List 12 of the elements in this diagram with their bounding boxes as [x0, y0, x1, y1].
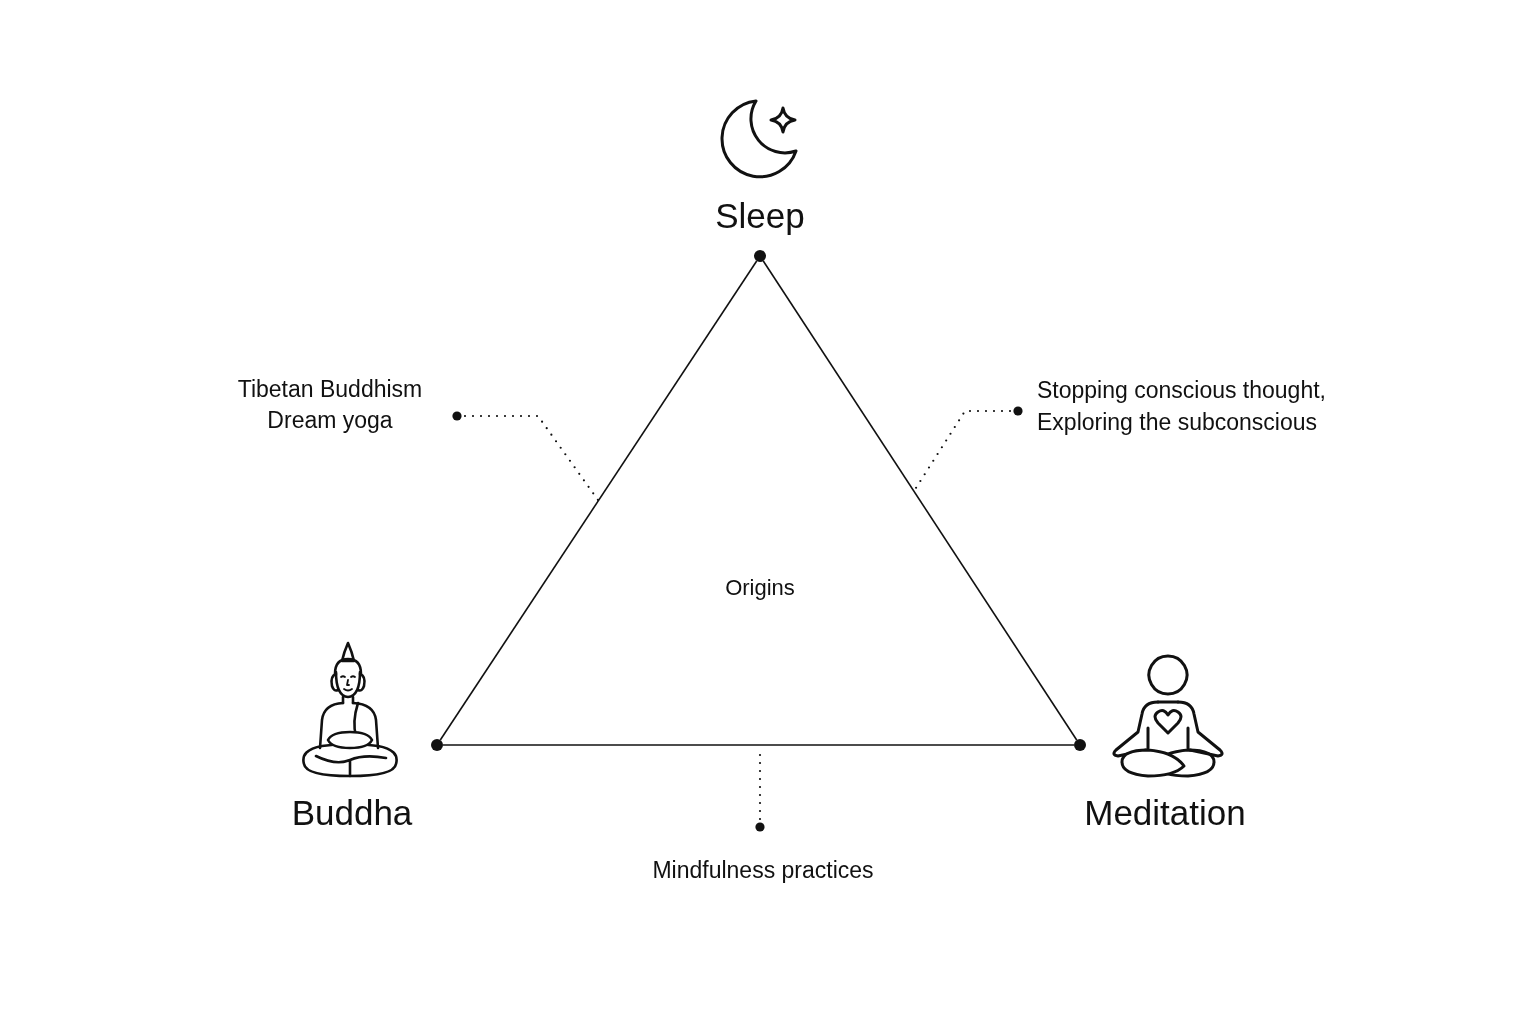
concept-label: Meditation — [1083, 793, 1247, 833]
annotation-text: Mindfulness practices — [651, 856, 875, 885]
annotation-text: Dream yoga — [266, 406, 394, 435]
concept-label: Buddha — [290, 793, 414, 833]
connector-line — [439, 260, 758, 741]
concept-label: Sleep — [714, 196, 806, 236]
center-label: Origins — [724, 574, 796, 602]
connector-line — [442, 744, 1075, 746]
leader-line — [452, 411, 600, 502]
connector-line — [762, 260, 1078, 741]
annotation-text: Tibetan Buddhism — [236, 375, 424, 404]
annotation-text: Stopping conscious thought, Exploring the subconscious — [1037, 376, 1327, 437]
